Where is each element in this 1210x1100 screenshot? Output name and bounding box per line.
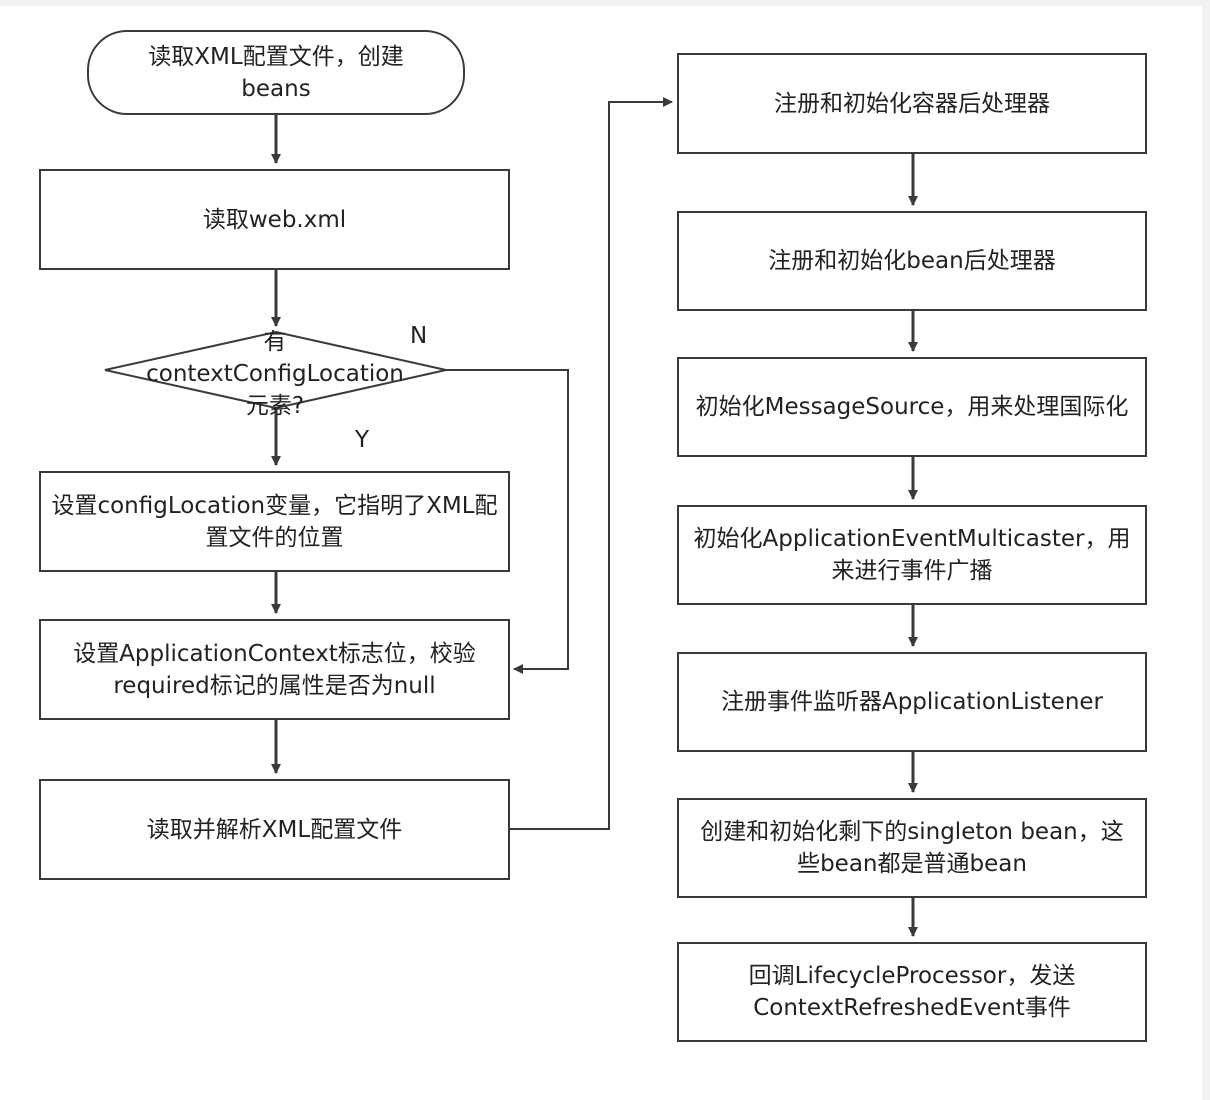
flowchart-canvas: 读取XML配置文件，创建beans 读取web.xml 有 contextCon…	[0, 6, 1202, 1100]
right-step-7: 回调LifecycleProcessor，发送ContextRefreshedE…	[677, 942, 1147, 1042]
right-step-3-text: 初始化MessageSource，用来处理国际化	[695, 394, 1129, 420]
set-app-context-text: 设置ApplicationContext标志位，校验required标记的属性是…	[73, 640, 476, 699]
connector-layer	[104, 97, 918, 937]
right-step-6-text: 创建和初始化剩下的singleton bean，这些bean都是普通bean	[700, 819, 1124, 877]
right-step-7-text: 回调LifecycleProcessor，发送ContextRefreshedE…	[748, 963, 1076, 1021]
right-step-2-text: 注册和初始化bean后处理器	[768, 248, 1056, 274]
arrow-decision-no	[446, 369, 569, 674]
right-step-2: 注册和初始化bean后处理器	[677, 211, 1147, 311]
right-step-4: 初始化ApplicationEventMulticaster，用来进行事件广播	[677, 505, 1147, 605]
right-step-6: 创建和初始化剩下的singleton bean，这些bean都是普通bean	[677, 798, 1147, 898]
right-step-3: 初始化MessageSource，用来处理国际化	[677, 357, 1147, 457]
decision-line-3: 元素?	[245, 393, 305, 419]
read-web-xml-text: 读取web.xml	[202, 206, 347, 233]
right-step-5-text: 注册事件监听器ApplicationListener	[720, 689, 1104, 715]
read-web-xml-step: 读取web.xml	[39, 169, 510, 270]
set-app-context-step: 设置ApplicationContext标志位，校验required标记的属性是…	[39, 619, 510, 720]
parse-xml-text: 读取并解析XML配置文件	[146, 816, 403, 843]
decision-label: 有 contextConfigLocation 元素?	[128, 326, 422, 422]
arrow-parse-to-right-column	[510, 97, 673, 830]
right-step-1-text: 注册和初始化容器后处理器	[774, 90, 1050, 117]
start-terminal-text: 读取XML配置文件，创建beans	[148, 43, 404, 102]
right-step-4-text: 初始化ApplicationEventMulticaster，用来进行事件广播	[693, 526, 1131, 584]
set-config-location-step: 设置configLocation变量，它指明了XML配置文件的位置	[39, 471, 510, 572]
parse-xml-step: 读取并解析XML配置文件	[39, 779, 510, 880]
branch-yes-label: Y	[355, 427, 370, 453]
decision-line-2: contextConfigLocation	[146, 361, 404, 387]
right-step-1: 注册和初始化容器后处理器	[677, 53, 1147, 154]
decision-line-1: 有	[263, 329, 287, 355]
branch-no-label: N	[410, 323, 428, 349]
right-step-5: 注册事件监听器ApplicationListener	[677, 652, 1147, 752]
set-config-location-text: 设置configLocation变量，它指明了XML配置文件的位置	[51, 492, 498, 551]
start-terminal: 读取XML配置文件，创建beans	[87, 30, 465, 115]
